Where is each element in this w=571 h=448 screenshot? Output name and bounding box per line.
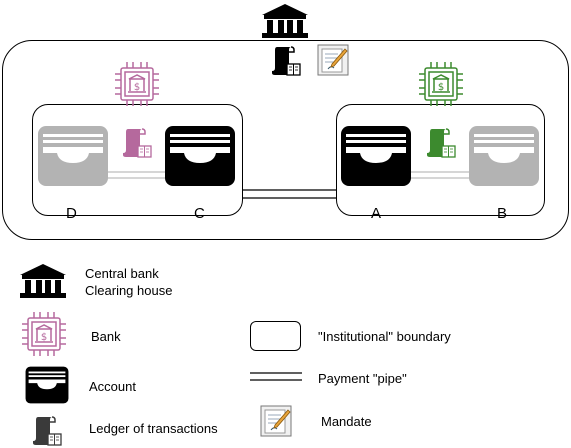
central-bank-boundary (2, 40, 569, 240)
legend-account-label: Account (89, 379, 136, 394)
legend-central-bank-icon (20, 264, 66, 298)
left-bank-chip-icon: $ (115, 62, 159, 106)
legend-ledger-icon (33, 416, 62, 446)
legend-payment-pipe-label: Payment "pipe" (318, 371, 407, 386)
svg-text:$: $ (41, 332, 47, 343)
central-ledger-icon (272, 46, 301, 76)
svg-text:$: $ (438, 82, 444, 93)
left-bank-ledger-icon (123, 128, 152, 158)
node-label-b: B (497, 205, 508, 222)
node-label-c: C (194, 205, 205, 222)
pipe-c-a (243, 189, 336, 199)
legend-central-bank-label: Central bank Clearing house (85, 265, 172, 299)
legend-institutional-boundary-label: "Institutional" boundary (318, 329, 451, 344)
legend-central-bank-line2: Clearing house (85, 283, 173, 298)
legend-mandate-icon (260, 405, 292, 437)
svg-text:$: $ (134, 82, 140, 93)
legend-bank-chip-icon: $ (22, 312, 66, 356)
right-bank-chip-icon: $ (419, 62, 463, 106)
central-mandate-icon (317, 44, 349, 76)
account-d-wallet-icon (38, 126, 108, 186)
account-a-wallet-icon (341, 126, 411, 186)
central-bank-icon (262, 4, 308, 38)
pipe-d-c (106, 171, 165, 179)
account-c-wallet-icon (165, 126, 235, 186)
legend-ledger-label: Ledger of transactions (89, 421, 218, 436)
right-bank-ledger-icon (427, 128, 456, 158)
account-b-wallet-icon (469, 126, 539, 186)
legend-account-wallet-icon (25, 366, 69, 404)
legend-central-bank-line1: Central bank (85, 266, 159, 281)
right-institution-boundary (336, 104, 545, 216)
legend-bank-label: Bank (91, 329, 121, 344)
node-label-a: A (371, 205, 382, 222)
legend-institutional-boundary-icon (250, 321, 301, 351)
pipe-a-b (410, 171, 470, 179)
legend-mandate-label: Mandate (321, 414, 372, 429)
node-label-d: D (66, 205, 77, 222)
left-institution-boundary (32, 104, 243, 216)
legend-payment-pipe-icon (250, 372, 302, 381)
